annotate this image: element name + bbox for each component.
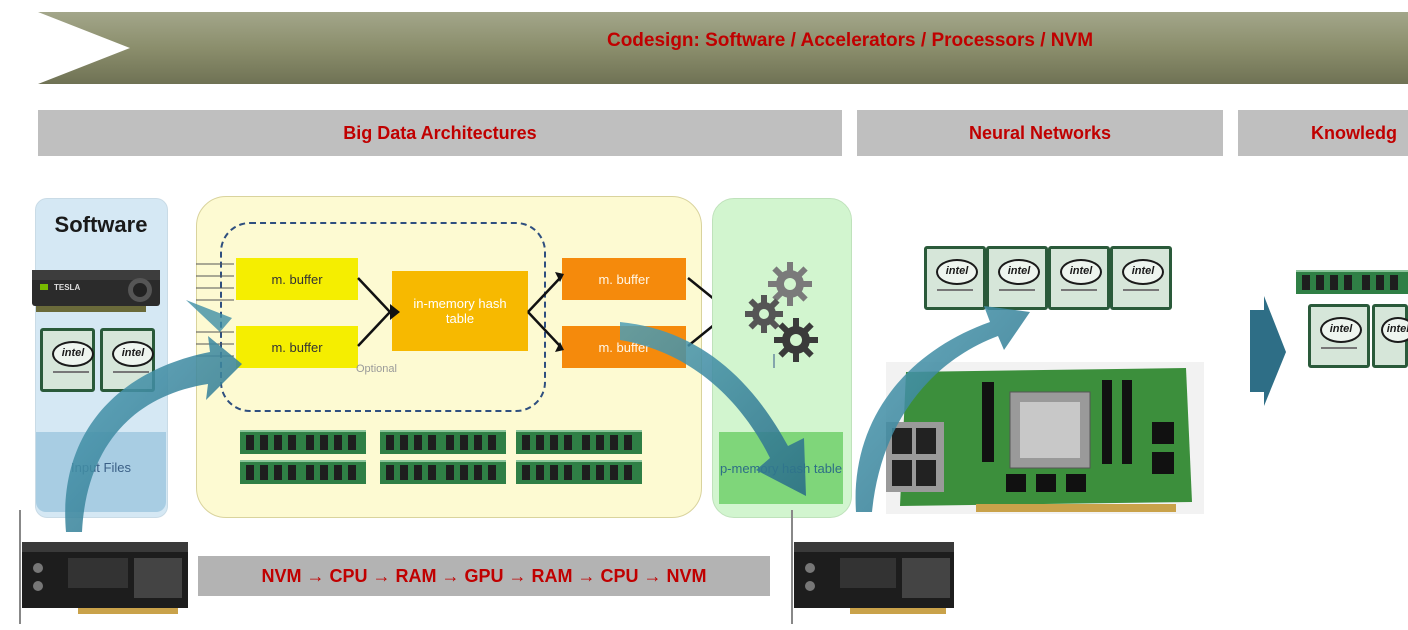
gears-icon <box>745 262 818 368</box>
ram-module-icon <box>240 460 366 484</box>
fpga-board-icon <box>886 362 1204 514</box>
intel-chip-icon: intel <box>1048 246 1110 310</box>
banner-title: Codesign: Software / Accelerators / Proc… <box>606 30 1094 51</box>
intel-chip-icon: intel <box>1110 246 1172 310</box>
ram-module-icon <box>516 460 642 484</box>
intel-chip-icon: intel <box>1308 304 1370 368</box>
curved-arrow-icon <box>620 322 806 496</box>
intel-chip-icon: intel <box>986 246 1048 310</box>
nvm-card-icon <box>791 510 954 624</box>
chevron-right-arrow-icon <box>1250 296 1286 406</box>
tesla-gpu-card: TESLA <box>32 270 160 312</box>
section-big-data: Big Data Architectures <box>38 110 842 156</box>
intel-chip-icon: intel <box>924 246 986 310</box>
memory-buffer-box: m. buffer <box>562 258 686 300</box>
ram-module-icon <box>516 430 642 454</box>
intel-chip-icon: intel <box>1372 304 1408 368</box>
curved-arrow-icon <box>186 300 232 332</box>
ram-module-icon <box>380 460 506 484</box>
nvm-card-icon <box>19 510 188 624</box>
ram-module-icon <box>380 430 506 454</box>
ram-module-icon <box>240 430 366 454</box>
memory-buffer-box: m. buffer <box>236 326 358 368</box>
section-knowledge: Knowledg <box>1238 110 1408 156</box>
software-title: Software <box>54 212 148 237</box>
intel-chip-icon: intel <box>40 328 95 392</box>
curved-arrow-icon <box>855 306 1030 512</box>
optional-label: Optional <box>356 363 397 375</box>
curved-arrow-icon <box>65 336 242 532</box>
in-memory-hash-table: in-memory hash table <box>392 271 528 351</box>
tesla-label: TESLA <box>54 283 80 292</box>
memory-buffer-box: m. buffer <box>236 258 358 300</box>
section-neural-networks: Neural Networks <box>857 110 1223 156</box>
codesign-banner <box>38 12 1408 84</box>
data-flow-pipeline: NVM → CPU → RAM → GPU → RAM → CPU → NVM <box>198 556 770 596</box>
ram-module-icon <box>1296 270 1408 294</box>
dataflow-arrows <box>196 263 742 357</box>
